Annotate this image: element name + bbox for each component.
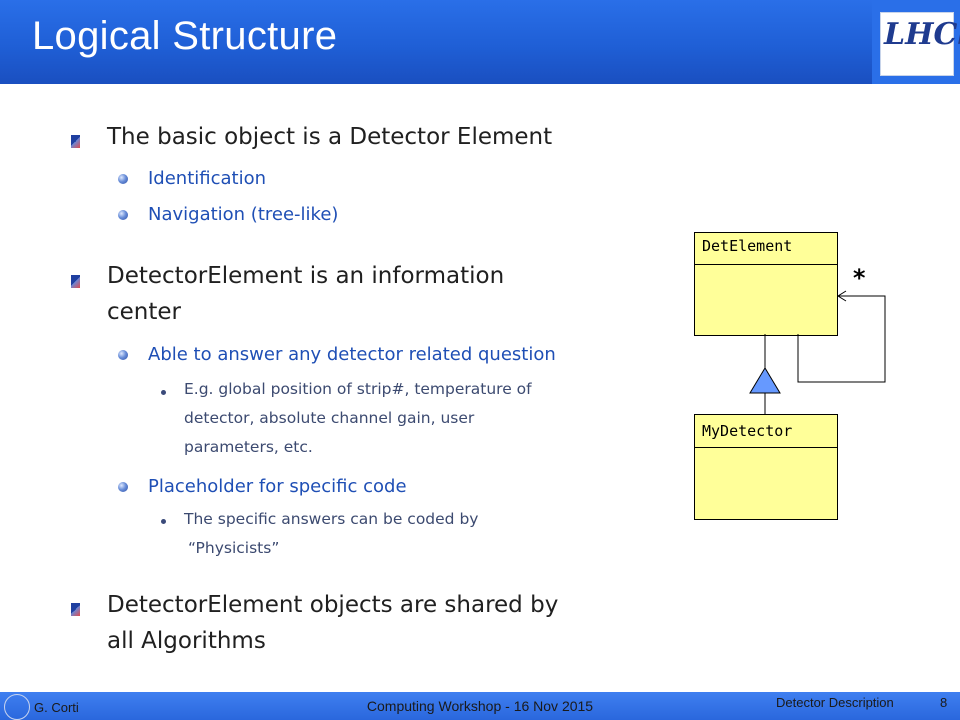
detail-line-4: The specific answers can be coded by: [184, 510, 479, 528]
bullet-1: The basic object is a Detector Element: [107, 124, 553, 150]
uml-class-detelement: [694, 232, 838, 336]
bullet-square-icon: [71, 135, 80, 148]
footer-bar: [0, 692, 960, 720]
self-association-line: [797, 295, 886, 383]
footer-page-number: 8: [940, 695, 948, 710]
bullet-square-icon: [71, 603, 80, 616]
bullet-dot-icon: [161, 519, 166, 524]
lhcb-logo-text: LHCb: [884, 17, 960, 52]
detail-line-3: parameters, etc.: [184, 438, 313, 456]
slide-title: Logical Structure: [32, 14, 338, 58]
bullet-3-line-1: DetectorElement objects are shared by: [107, 592, 559, 618]
bullet-2-line-2: center: [107, 299, 181, 325]
sub-bullet-answer: Able to answer any detector related ques…: [148, 344, 556, 365]
detail-line-5: “Physicists”: [188, 539, 280, 557]
multiplicity-label: *: [852, 264, 867, 292]
title-bar: [0, 0, 872, 84]
footer-author: G. Corti: [34, 700, 79, 715]
footer-section: Detector Description: [776, 695, 894, 710]
bullet-ball-icon: [118, 210, 128, 220]
sub-bullet-identification: Identification: [148, 168, 267, 189]
bullet-ball-icon: [118, 482, 128, 492]
association-arrow-icon: [837, 290, 847, 302]
detail-line-2: detector, absolute channel gain, user: [184, 409, 475, 427]
sub-bullet-navigation: Navigation (tree-like): [148, 204, 339, 225]
bullet-ball-icon: [118, 350, 128, 360]
inheritance-triangle-icon: [749, 367, 781, 394]
uml-class-name-detelement: DetElement: [702, 237, 793, 255]
uml-class-divider: [694, 264, 837, 265]
footer-event: Computing Workshop - 16 Nov 2015: [366, 698, 594, 714]
bullet-dot-icon: [161, 390, 166, 395]
lhcb-logo: [880, 12, 954, 76]
detail-line-1: E.g. global position of strip#, temperat…: [184, 380, 532, 398]
bullet-ball-icon: [118, 174, 128, 184]
bullet-3-line-2: all Algorithms: [107, 628, 266, 654]
uml-class-mydetector: [694, 414, 838, 520]
uml-class-name-mydetector: MyDetector: [702, 422, 793, 440]
bullet-square-icon: [71, 275, 80, 288]
bullet-2-line-1: DetectorElement is an information: [107, 263, 505, 289]
uml-class-divider: [694, 447, 837, 448]
sub-bullet-placeholder: Placeholder for specific code: [148, 476, 407, 497]
